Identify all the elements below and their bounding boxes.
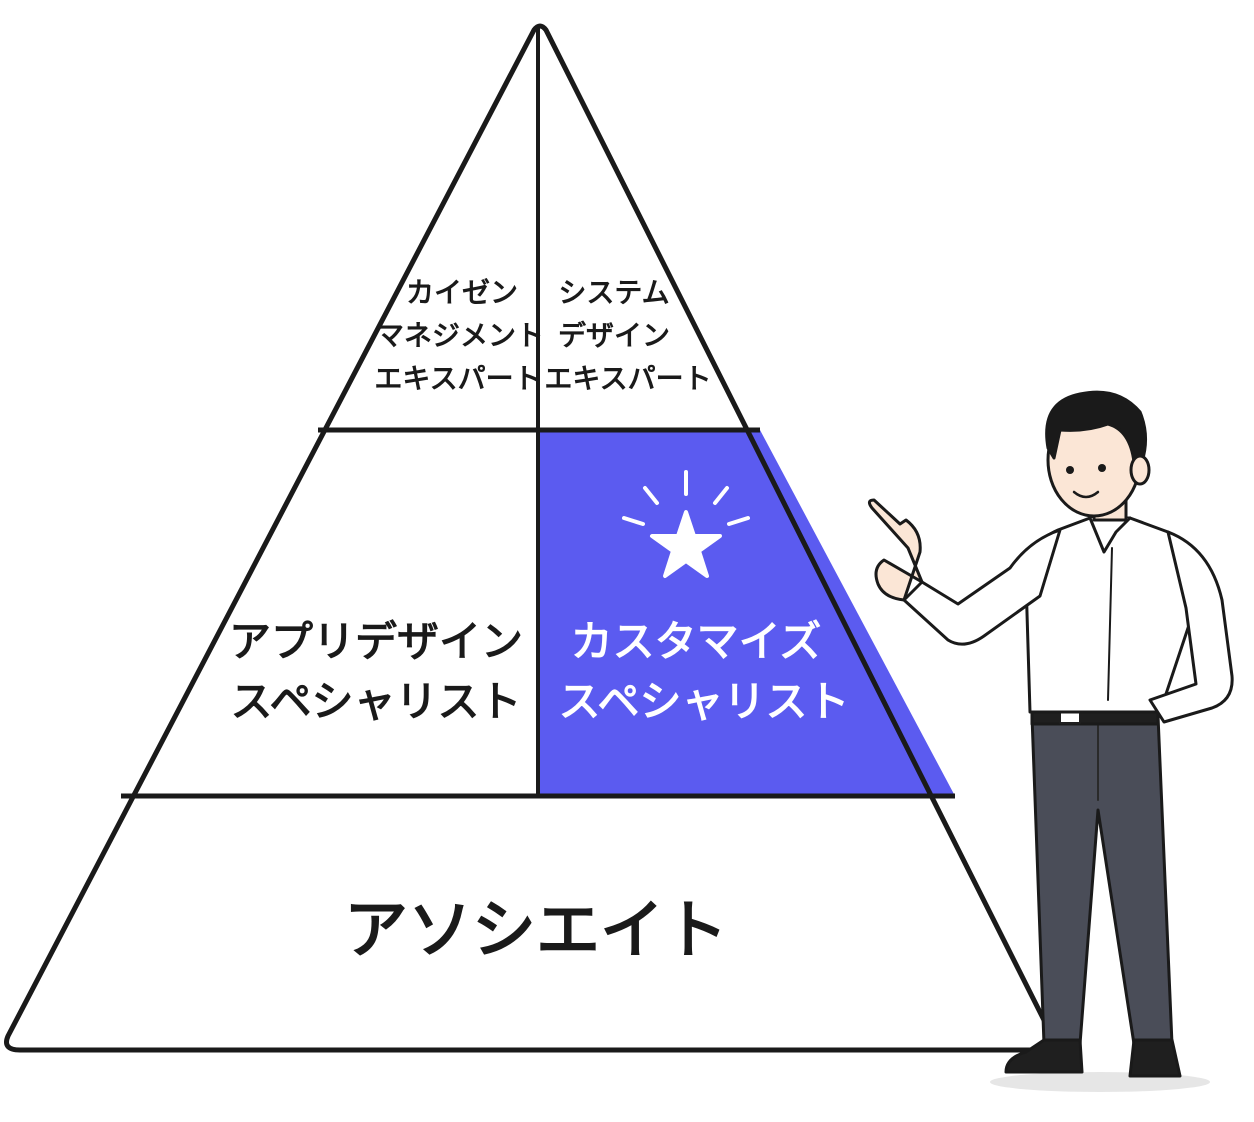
middle-right-label: カスタマイズ スペシャリスト xyxy=(558,617,849,726)
highlight-cell xyxy=(538,430,955,796)
right-shoe xyxy=(1128,1038,1182,1078)
left-shoe xyxy=(1004,1038,1084,1074)
businessman-figure xyxy=(867,390,1234,1092)
top-left-line-3: エキスパート xyxy=(374,362,541,395)
middle-left-label: アプリデザイン スペシャリスト xyxy=(229,617,523,726)
top-right-line-2: デザイン xyxy=(558,319,670,352)
top-right-label: システム デザイン エキスパート xyxy=(544,276,711,395)
right-arm xyxy=(1148,530,1234,724)
middle-right-line-1: カスタマイズ xyxy=(571,617,822,666)
left-arm xyxy=(902,528,1062,646)
pointing-hand xyxy=(867,498,924,602)
base-label: アソシエイト xyxy=(344,894,728,968)
top-left-label: カイゼン マネジメント エキスパート xyxy=(374,276,544,395)
top-right-line-1: システム xyxy=(558,276,669,309)
top-left-line-1: カイゼン xyxy=(406,276,518,309)
top-right-line-3: エキスパート xyxy=(544,362,711,395)
middle-left-line-2: スペシャリスト xyxy=(230,677,521,726)
trousers xyxy=(1030,714,1174,1046)
hair xyxy=(1045,390,1147,464)
star-icon xyxy=(622,470,750,578)
top-left-line-2: マネジメント xyxy=(376,319,544,352)
middle-right-line-2: スペシャリスト xyxy=(558,677,849,726)
middle-left-line-1: アプリデザイン xyxy=(229,617,523,666)
